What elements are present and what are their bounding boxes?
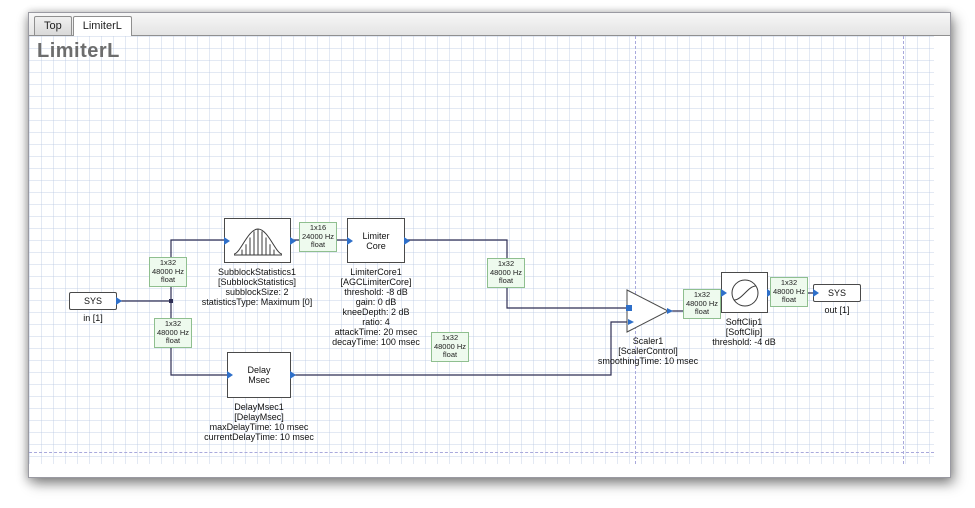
delay-body-line2: Msec bbox=[248, 375, 270, 385]
wire-type-label-in-top: 1x32 48000 Hz float bbox=[149, 257, 187, 287]
histogram-icon bbox=[233, 227, 282, 255]
tab-top[interactable]: Top bbox=[34, 16, 72, 35]
page-boundary-vline bbox=[903, 36, 904, 464]
canvas-title: LimiterL bbox=[37, 40, 120, 62]
wire-type-label-in-bottom: 1x32 48000 Hz float bbox=[154, 318, 192, 348]
wire-type-label-softclip-out: 1x32 48000 Hz float bbox=[770, 277, 808, 307]
block-subblockstatistics1[interactable] bbox=[224, 218, 296, 263]
wire-type-label-stats-out: 1x16 24000 Hz float bbox=[299, 222, 337, 252]
limiter-core-body-line1: Limiter bbox=[362, 230, 390, 241]
output-pin-icon bbox=[290, 236, 296, 245]
input-pin-icon bbox=[227, 371, 233, 379]
wire-type-label-delay-out: 1x32 48000 Hz float bbox=[431, 332, 469, 362]
caption-delaymsec1: DelayMsec1 [DelayMsec] maxDelayTime: 10 … bbox=[204, 402, 314, 442]
caption-sys-out: out [1] bbox=[824, 305, 850, 315]
diagram-canvas[interactable]: LimiterL SYS in [1] bbox=[29, 36, 934, 464]
wire-junction-dot bbox=[169, 299, 173, 303]
block-softclip1[interactable] bbox=[721, 272, 773, 313]
caption-softclip1: SoftClip1 [SoftClip] threshold: -4 dB bbox=[712, 317, 776, 347]
block-limitercore1[interactable]: Limiter Core bbox=[347, 218, 410, 263]
tab-limiterl[interactable]: LimiterL bbox=[72, 16, 132, 36]
page-boundary-hline bbox=[29, 452, 934, 453]
caption-limitercore1: LimiterCore1 [AGCLimiterCore] threshold:… bbox=[332, 267, 420, 347]
softclip-curve-icon bbox=[731, 279, 758, 306]
block-sys-out[interactable]: SYS bbox=[813, 284, 861, 302]
input-pin-icon bbox=[628, 319, 634, 325]
input-pin-icon bbox=[813, 289, 819, 297]
scaler-triangle-icon bbox=[626, 289, 670, 333]
caption-scaler1: Scaler1 [ScalerControl] smoothingTime: 1… bbox=[597, 336, 699, 366]
delay-body-line1: Delay bbox=[247, 365, 271, 375]
wires-layer bbox=[117, 239, 813, 376]
wire-type-label-limiter-out: 1x32 48000 Hz float bbox=[487, 258, 525, 288]
caption-sys-in: in [1] bbox=[83, 313, 103, 323]
sys-out-label: SYS bbox=[827, 288, 846, 298]
input-pin-icon bbox=[721, 288, 727, 297]
tab-bar: Top LimiterL bbox=[29, 13, 950, 36]
output-pin-icon bbox=[667, 308, 673, 314]
output-pin-icon bbox=[116, 297, 122, 305]
designer-window: Top LimiterL LimiterL SYS in [1] bbox=[28, 12, 951, 478]
block-sys-in[interactable]: SYS bbox=[69, 292, 122, 310]
control-pin-icon bbox=[626, 305, 632, 311]
wire-type-label-scaler-out: 1x32 48000 Hz float bbox=[683, 289, 721, 319]
block-scaler1[interactable] bbox=[626, 289, 674, 333]
block-delaymsec1[interactable]: Delay Msec bbox=[227, 352, 296, 398]
output-pin-icon bbox=[290, 371, 296, 379]
wire-delay-to-scaler bbox=[291, 321, 627, 376]
caption-subblockstatistics1: SubblockStatistics1 [SubblockStatistics]… bbox=[201, 267, 313, 307]
input-pin-icon bbox=[347, 236, 353, 245]
output-pin-icon bbox=[404, 236, 410, 245]
limiter-core-body-line2: Core bbox=[366, 240, 386, 251]
page-boundary-vline bbox=[635, 36, 636, 464]
input-pin-icon bbox=[224, 236, 230, 245]
sys-in-label: SYS bbox=[83, 296, 102, 306]
